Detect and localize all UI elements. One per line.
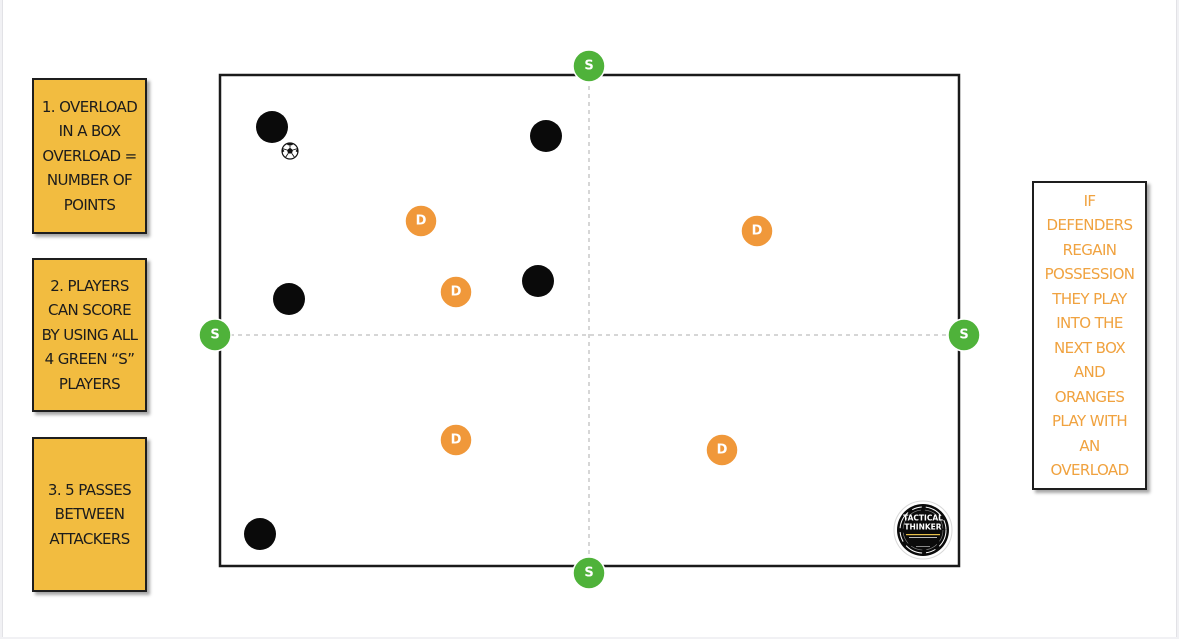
svg-text:D: D [451,433,462,448]
svg-text:S: S [210,328,219,343]
defender: D [404,204,438,238]
svg-text:S: S [959,328,968,343]
support-player-top: S [572,49,606,83]
defender: D [439,275,473,309]
svg-text:D: D [451,285,462,300]
defender: D [705,433,739,467]
tactical-thinker-logo: TACTICAL THINKER [893,500,953,560]
attacker [530,120,562,152]
attacker [256,111,288,143]
transition-note: IF DEFENDERS REGAIN POSSESSION THEY PLAY… [1032,181,1147,490]
svg-text:S: S [584,566,593,581]
defender: D [740,214,774,248]
support-player-left: S [198,318,232,352]
rule-note-overload: 1. OVERLOAD IN A BOX OVERLOAD = NUMBER O… [32,78,147,234]
rule-note-passes: 3. 5 PASSES BETWEEN ATTACKERS [32,437,147,592]
attacker [522,265,554,297]
svg-text:THINKER: THINKER [904,523,941,532]
attacker [244,518,276,550]
svg-text:D: D [752,224,763,239]
attacker [273,283,305,315]
defender: D [439,423,473,457]
svg-text:S: S [584,59,593,74]
support-player-bottom: S [572,556,606,590]
soccer-ball-icon [281,142,299,160]
svg-text:D: D [416,214,427,229]
svg-text:D: D [717,443,728,458]
rule-note-scoring: 2. PLAYERS CAN SCORE BY USING ALL 4 GREE… [32,258,147,412]
svg-text:TACTICAL: TACTICAL [903,514,943,523]
support-player-right: S [947,318,981,352]
